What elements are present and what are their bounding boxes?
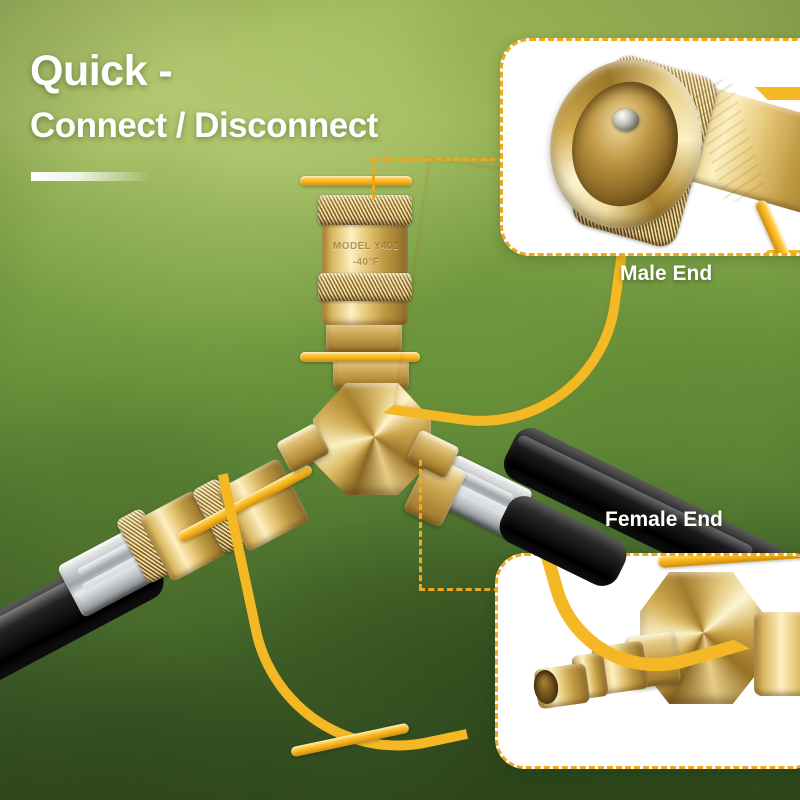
leader-line-top-vertical — [372, 158, 375, 200]
lanyard-cord-top — [300, 176, 412, 186]
coupler-engraving-line2: -40°F — [352, 257, 380, 268]
y-body-hex-block — [313, 383, 431, 495]
lanyard-cord-mid — [300, 352, 420, 362]
callout-top-content — [503, 41, 800, 253]
leader-line-bottom-horizontal — [419, 588, 509, 591]
headline-underline-bar — [31, 172, 151, 181]
zoom-right-barrel — [754, 612, 800, 696]
label-female-end: Female End — [605, 508, 723, 531]
callout-box-female-end — [495, 553, 800, 769]
coupler-knurled-sleeve-lower — [318, 273, 412, 301]
zoom-socket-center-pin — [613, 109, 639, 131]
headline-line-2: Connect / Disconnect — [30, 106, 378, 145]
coupler-engraving-line1: MODEL Y401 — [333, 241, 399, 252]
headline-line-1: Quick - — [30, 47, 173, 95]
coupler-knurled-sleeve-upper — [318, 195, 412, 225]
callout-box-male-end — [500, 38, 800, 256]
label-male-end: Male End — [620, 262, 713, 285]
center-y-body — [275, 355, 465, 505]
leader-line-top-horizontal — [372, 158, 532, 161]
callout-bottom-content — [498, 556, 800, 766]
top-quick-coupler: MODEL Y401 -40°F — [310, 185, 420, 365]
leader-line-bottom-vertical — [419, 460, 422, 590]
